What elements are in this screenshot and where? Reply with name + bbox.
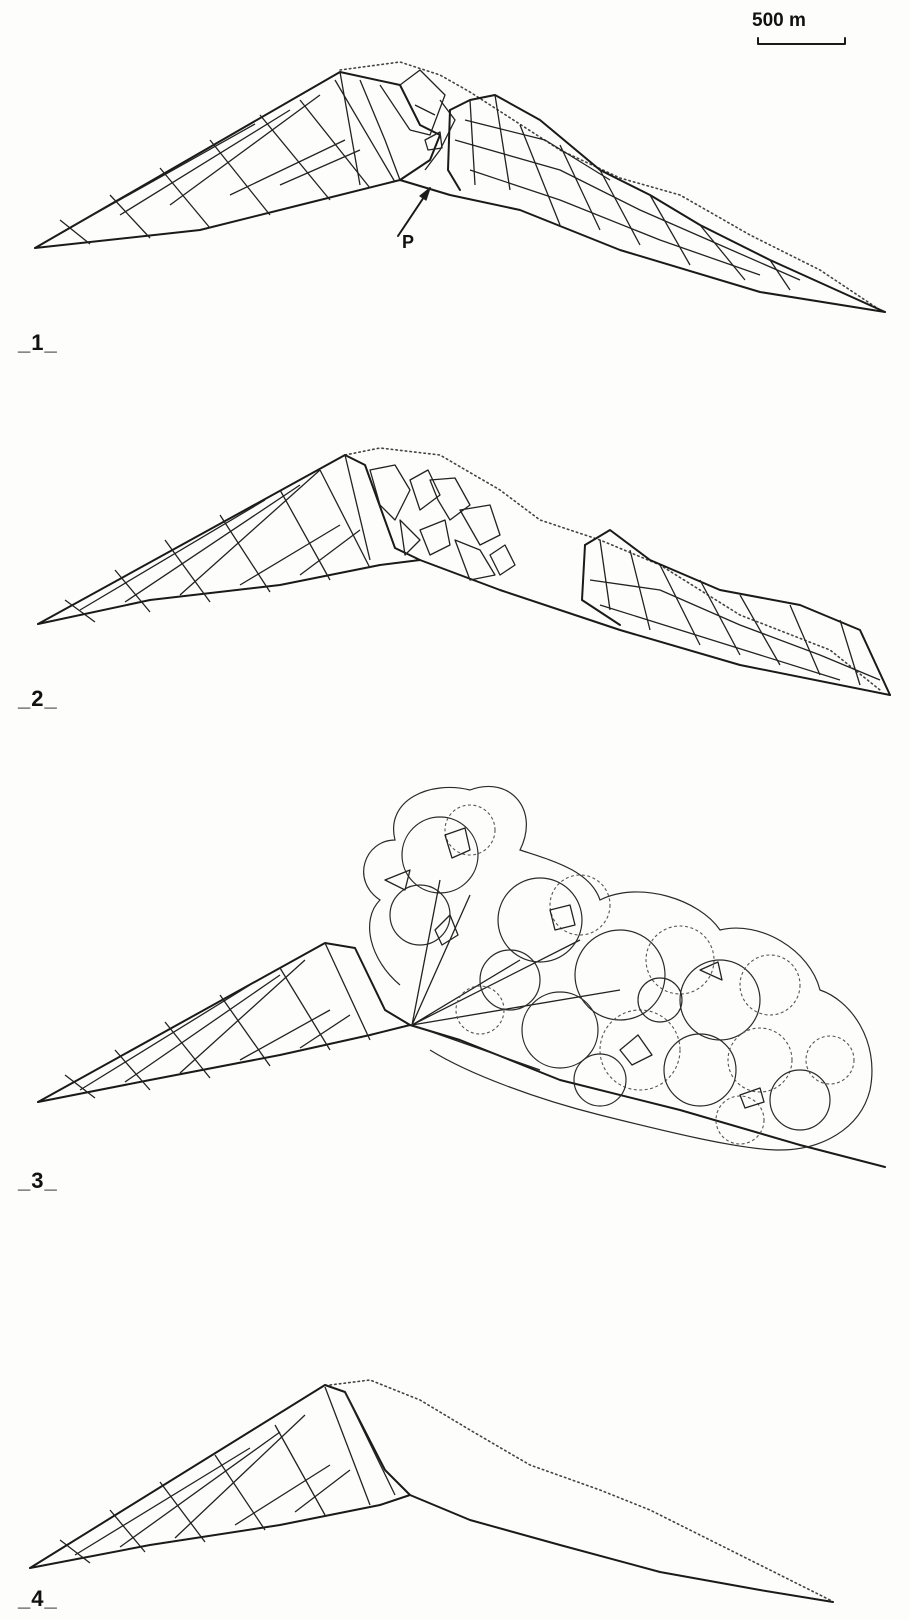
panel-1-drawing bbox=[35, 62, 885, 312]
panel-4-label: _4_ bbox=[18, 1586, 58, 1612]
p-label: P bbox=[402, 232, 414, 253]
scale-bar bbox=[758, 38, 845, 44]
panel-2-drawing bbox=[38, 448, 890, 695]
scale-bar-label: 500 m bbox=[752, 10, 806, 32]
panel-1-label: _1_ bbox=[18, 330, 58, 356]
panel-4-drawing bbox=[30, 1380, 833, 1602]
panel-2-label: _2_ bbox=[18, 686, 58, 712]
panel-3-drawing bbox=[38, 786, 885, 1167]
panel-3-label: _3_ bbox=[18, 1168, 58, 1194]
